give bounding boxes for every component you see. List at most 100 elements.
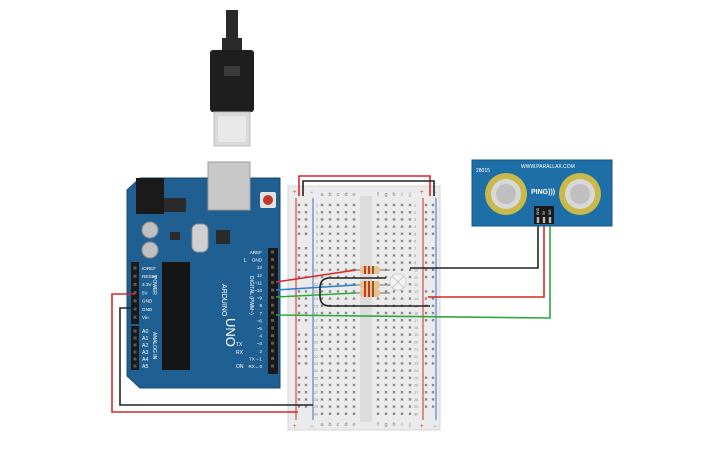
breadboard-hole[interactable] [336,391,340,394]
rail-hole[interactable] [304,225,308,228]
breadboard-hole[interactable] [400,412,404,415]
breadboard-hole[interactable] [352,391,356,394]
breadboard-hole[interactable] [320,268,324,271]
breadboard-hole[interactable] [328,362,332,365]
breadboard-hole[interactable] [328,268,332,271]
breadboard-hole[interactable] [392,268,396,271]
rail-hole[interactable] [424,347,428,351]
breadboard-hole[interactable] [408,405,412,408]
breadboard-hole[interactable] [320,340,324,343]
breadboard-hole[interactable] [344,311,348,315]
breadboard-hole[interactable] [400,211,404,214]
power-pin-hole[interactable] [133,274,137,278]
breadboard-hole[interactable] [328,275,332,279]
digital-pin-hole[interactable] [271,296,274,300]
breadboard-hole[interactable] [352,211,356,214]
breadboard-hole[interactable] [408,275,412,279]
breadboard-hole[interactable] [384,333,388,336]
rail-hole[interactable] [304,232,308,235]
analog-pin-hole[interactable] [133,336,137,340]
rail-hole[interactable] [304,211,308,214]
analog-pin-hole[interactable] [133,350,137,354]
breadboard-hole[interactable] [408,283,412,286]
analog-pin-hole[interactable] [133,343,137,347]
rail-hole[interactable] [304,254,308,257]
breadboard-hole[interactable] [328,283,332,286]
breadboard-hole[interactable] [336,369,340,372]
wire-top-red[interactable] [298,175,431,196]
digital-pin-hole[interactable] [271,356,274,360]
breadboard-hole[interactable] [384,211,388,214]
wire-top-black[interactable] [302,180,435,196]
breadboard-hole[interactable] [328,326,332,329]
rail-hole[interactable] [297,268,301,271]
breadboard-hole[interactable] [400,333,404,336]
breadboard-hole[interactable] [408,268,412,271]
wire-sensor-sig[interactable] [275,222,551,319]
rail-hole[interactable] [424,218,428,221]
resistor-1[interactable] [350,266,390,274]
rail-hole[interactable] [431,232,435,235]
breadboard-hole[interactable] [328,340,332,343]
breadboard-hole[interactable] [384,391,388,394]
rail-hole[interactable] [431,225,435,228]
breadboard-hole[interactable] [376,347,380,351]
breadboard-hole[interactable] [328,376,332,379]
breadboard-hole[interactable] [328,355,332,358]
breadboard-hole[interactable] [384,232,388,235]
breadboard-hole[interactable] [408,218,412,221]
breadboard-hole[interactable] [344,340,348,343]
rail-hole[interactable] [297,333,301,336]
breadboard-hole[interactable] [408,254,412,257]
wire-gnd-rail[interactable] [119,307,313,406]
wire-sensor-gnd[interactable] [410,222,539,269]
breadboard-hole[interactable] [408,383,412,387]
rail-hole[interactable] [297,232,301,235]
breadboard-hole[interactable] [328,311,332,315]
breadboard-hole[interactable] [384,247,388,250]
breadboard-hole[interactable] [392,333,396,336]
breadboard-hole[interactable] [336,211,340,214]
breadboard-hole[interactable] [376,391,380,394]
rail-hole[interactable] [297,304,301,307]
breadboard-hole[interactable] [344,211,348,214]
breadboard-hole[interactable] [336,218,340,221]
breadboard-hole[interactable] [384,311,388,315]
breadboard-hole[interactable] [376,376,380,379]
breadboard-hole[interactable] [384,355,388,358]
digital-pin-hole[interactable] [271,334,274,338]
rail-hole[interactable] [424,405,428,408]
rail-hole[interactable] [431,297,435,300]
rail-hole[interactable] [424,247,428,250]
breadboard-hole[interactable] [408,247,412,250]
breadboard-hole[interactable] [408,326,412,329]
breadboard-hole[interactable] [400,225,404,228]
breadboard-hole[interactable] [400,319,404,322]
breadboard-hole[interactable] [344,412,348,415]
rail-hole[interactable] [431,218,435,221]
breadboard-hole[interactable] [400,355,404,358]
rail-hole[interactable] [304,297,308,300]
rail-hole[interactable] [297,225,301,228]
breadboard-hole[interactable] [408,376,412,379]
breadboard-hole[interactable] [384,369,388,372]
breadboard-hole[interactable] [400,247,404,250]
breadboard-hole[interactable] [384,203,388,207]
breadboard-hole[interactable] [376,232,380,235]
breadboard-hole[interactable] [392,225,396,228]
breadboard-hole[interactable] [336,261,340,264]
breadboard-hole[interactable] [336,283,340,286]
rail-hole[interactable] [431,362,435,365]
rail-hole[interactable] [297,319,301,322]
breadboard-hole[interactable] [392,383,396,387]
breadboard-hole[interactable] [336,254,340,257]
breadboard-hole[interactable] [320,347,324,351]
rail-hole[interactable] [424,319,428,322]
breadboard-hole[interactable] [336,297,340,300]
analog-pin-hole[interactable] [133,364,137,368]
breadboard-hole[interactable] [392,362,396,365]
breadboard-hole[interactable] [408,347,412,351]
breadboard-hole[interactable] [376,405,380,408]
wire-pin10-blue[interactable] [275,284,357,291]
resistor-2[interactable] [350,281,390,289]
